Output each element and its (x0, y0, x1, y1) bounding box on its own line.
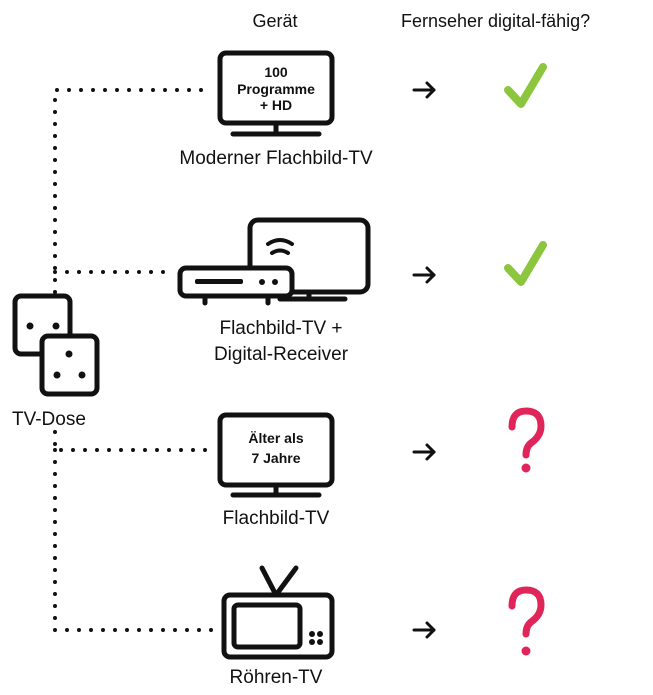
device-label-modern-tv: Moderner Flachbild-TV (179, 148, 373, 169)
arrow-icon-4 (412, 621, 436, 639)
crt-tv-icon (221, 565, 335, 660)
older-flat-tv-icon (217, 412, 335, 498)
checkmark-icon-1 (504, 63, 547, 108)
wifi-icon (266, 238, 294, 255)
tv-socket-holes (26, 322, 86, 379)
arrow-icon-2 (412, 266, 436, 284)
header-device: Gerät (252, 11, 298, 31)
flat-tv-receiver-icon (177, 217, 371, 306)
question-icon-2 (508, 586, 545, 638)
device-label-crt-tv: Röhren-TV (229, 667, 323, 688)
device-label-receiver-line-1: Flachbild-TV + (219, 318, 343, 339)
arrow-icon-1 (412, 81, 436, 99)
crt-tv-knobs (309, 631, 323, 645)
tv-socket-icon (12, 293, 100, 397)
question-dot-2 (521, 646, 531, 656)
receiver-details (195, 279, 278, 285)
header-digital-capable: Fernseher digital-fähig? (401, 11, 591, 31)
connector-lines (53, 88, 220, 632)
checkmark-icon-2 (504, 241, 547, 286)
device-label-receiver-line-2: Digital-Receiver (213, 344, 349, 365)
connector-flat-tv (53, 430, 214, 452)
arrow-icons (412, 81, 436, 639)
tv-socket-label: TV-Dose (12, 409, 86, 430)
modern-tv-screen-line-3: + HD (260, 97, 292, 113)
connector-modern-tv (53, 88, 214, 294)
connector-crt-tv (53, 448, 220, 632)
modern-tv-screen-line-2: Programme (237, 81, 315, 97)
question-dot-1 (521, 463, 531, 473)
question-icon-1 (508, 407, 545, 459)
older-tv-screen-line-2: 7 Jahre (251, 450, 300, 466)
modern-tv-screen-line-1: 100 (264, 64, 288, 80)
device-label-flat-tv: Flachbild-TV (222, 508, 330, 529)
older-tv-screen-line-1: Älter als (248, 430, 303, 446)
modern-tv-icon (217, 50, 335, 137)
arrow-icon-3 (412, 443, 436, 461)
